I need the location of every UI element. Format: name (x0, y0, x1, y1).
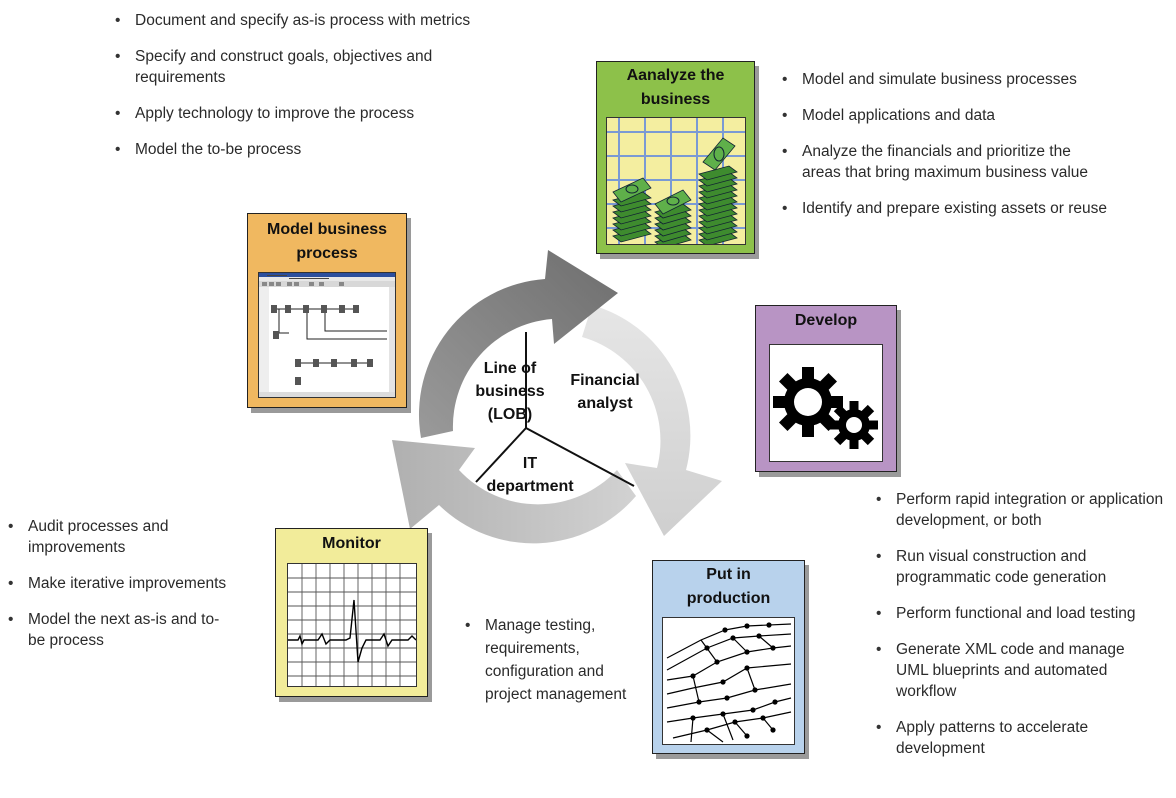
process-model-screenshot (258, 272, 396, 398)
bullet: Model the next as-is and to-be process (6, 609, 228, 651)
bullet: Model and simulate business processes (780, 69, 1160, 90)
bullet: Perform rapid integration or application… (874, 489, 1166, 531)
bullet: Document and specify as-is process with … (113, 10, 473, 31)
model-bullets: Document and specify as-is process with … (113, 10, 473, 175)
bullet: Apply patterns to accelerate development (874, 717, 1126, 759)
bullet: Identify and prepare existing assets or … (780, 198, 1160, 219)
gear-large (773, 367, 843, 437)
bullet: Perform functional and load testing (874, 603, 1174, 624)
cycle-arrow-left (418, 250, 618, 438)
money-stack-1 (612, 177, 652, 243)
analyze-bullets: Model and simulate business processes Mo… (780, 69, 1160, 234)
money-chart-image (606, 117, 746, 245)
bullet: Model applications and data (780, 105, 1160, 126)
ekg-line (288, 599, 416, 663)
bullet: Analyze the financials and prioritize th… (780, 141, 1112, 183)
monitor-stage-box: Monitor (275, 528, 428, 697)
develop-stage-title: Develop (794, 312, 858, 329)
bullet: Apply technology to improve the process (113, 103, 473, 124)
develop-stage-box: Develop (755, 305, 897, 472)
money-stack-3 (698, 137, 738, 244)
gears-image (769, 344, 883, 462)
bullet: Specify and construct goals, objectives … (113, 46, 473, 88)
develop-bullets: Perform rapid integration or application… (874, 489, 1174, 774)
bullet: Audit processes and improvements (6, 516, 178, 558)
ekg-chart-image (287, 563, 417, 687)
cycle-arrow-right (582, 305, 722, 536)
divider-line-right (525, 427, 635, 487)
network-image (662, 617, 795, 745)
monitor-stage-title: Monitor (322, 535, 381, 552)
divider-line-left (475, 427, 527, 483)
bullet: Run visual construction and programmatic… (874, 546, 1146, 588)
bullet: Make iterative improvements (6, 573, 266, 594)
monitor-bullets: Audit processes and improvements Make it… (6, 516, 266, 666)
production-bullets: Manage testing, requirements, configurat… (463, 614, 653, 721)
bullet: Model the to-be process (113, 139, 473, 160)
money-stack-2 (654, 189, 692, 244)
gear-small (830, 401, 878, 449)
cycle-arrow-bottom (392, 440, 636, 544)
bullet: Manage testing, requirements, configurat… (463, 614, 653, 706)
bullet: Generate XML code and manage UML bluepri… (874, 639, 1146, 702)
